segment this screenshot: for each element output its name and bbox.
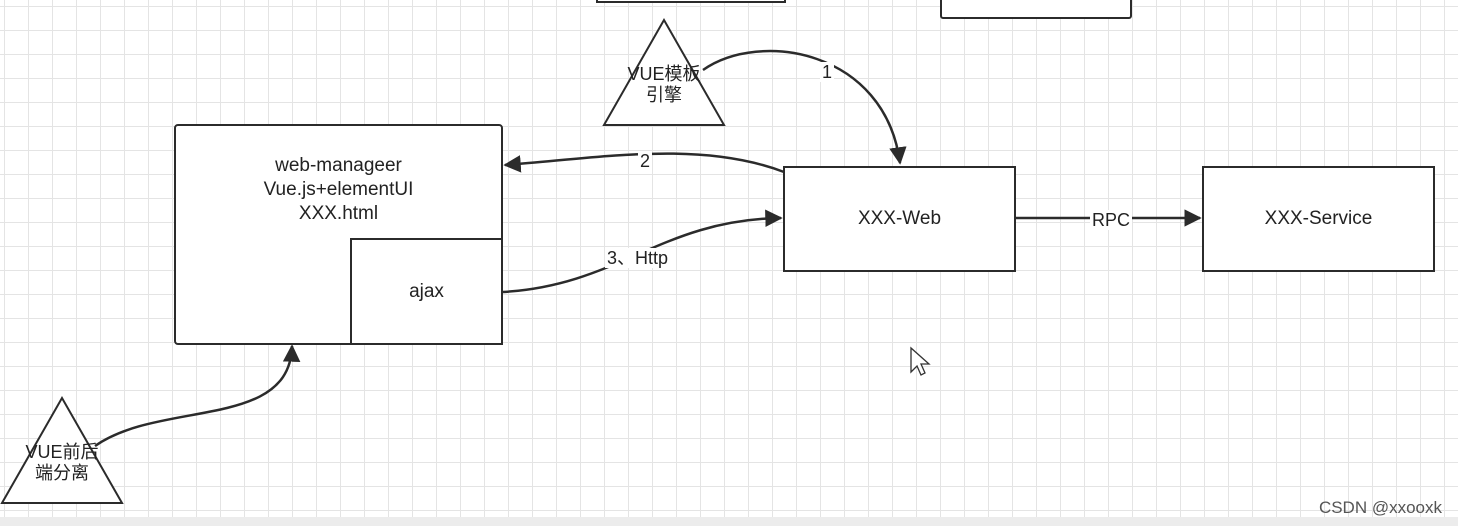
edge-rpc-label: RPC [1090,210,1133,230]
xxx-web-label: XXX-Web [857,208,942,229]
watermark: CSDN @xxooxk [1318,498,1442,517]
vue-separation-label: VUE前后 端分离 [12,442,112,484]
xxx-web-box[interactable]: XXX-Web [783,166,1016,272]
edge-1 [702,49,907,165]
web-manager-file: XXX.html [298,203,379,224]
edge-1-label: 1 [820,62,835,82]
ajax-label: ajax [409,280,444,302]
vue-separation-line-2: 端分离 [35,463,89,483]
edge-separation [94,344,301,448]
vue-template-triangle [602,17,726,126]
cursor-icon [910,346,931,376]
vue-separation-triangle [0,395,124,504]
vue-template-label: VUE模板 引擎 [614,64,714,106]
bottom-strip [0,517,1458,526]
vue-separation-line-1: VUE前后 [25,442,99,462]
offscreen-box-right [940,0,1132,19]
xxx-service-label: XXX-Service [1264,208,1373,229]
web-manager-stack: Vue.js+elementUI [263,179,414,200]
ajax-box[interactable]: ajax [350,238,503,345]
web-manager-title: web-manageer [275,155,402,176]
vue-template-line-1: VUE模板 [627,64,701,84]
edge-2-label: 2 [638,151,653,171]
xxx-service-box[interactable]: XXX-Service [1202,166,1435,272]
offscreen-box-left [596,0,786,3]
vue-template-line-2: 引擎 [646,85,682,105]
edge-3-label: 3、Http [605,248,671,268]
